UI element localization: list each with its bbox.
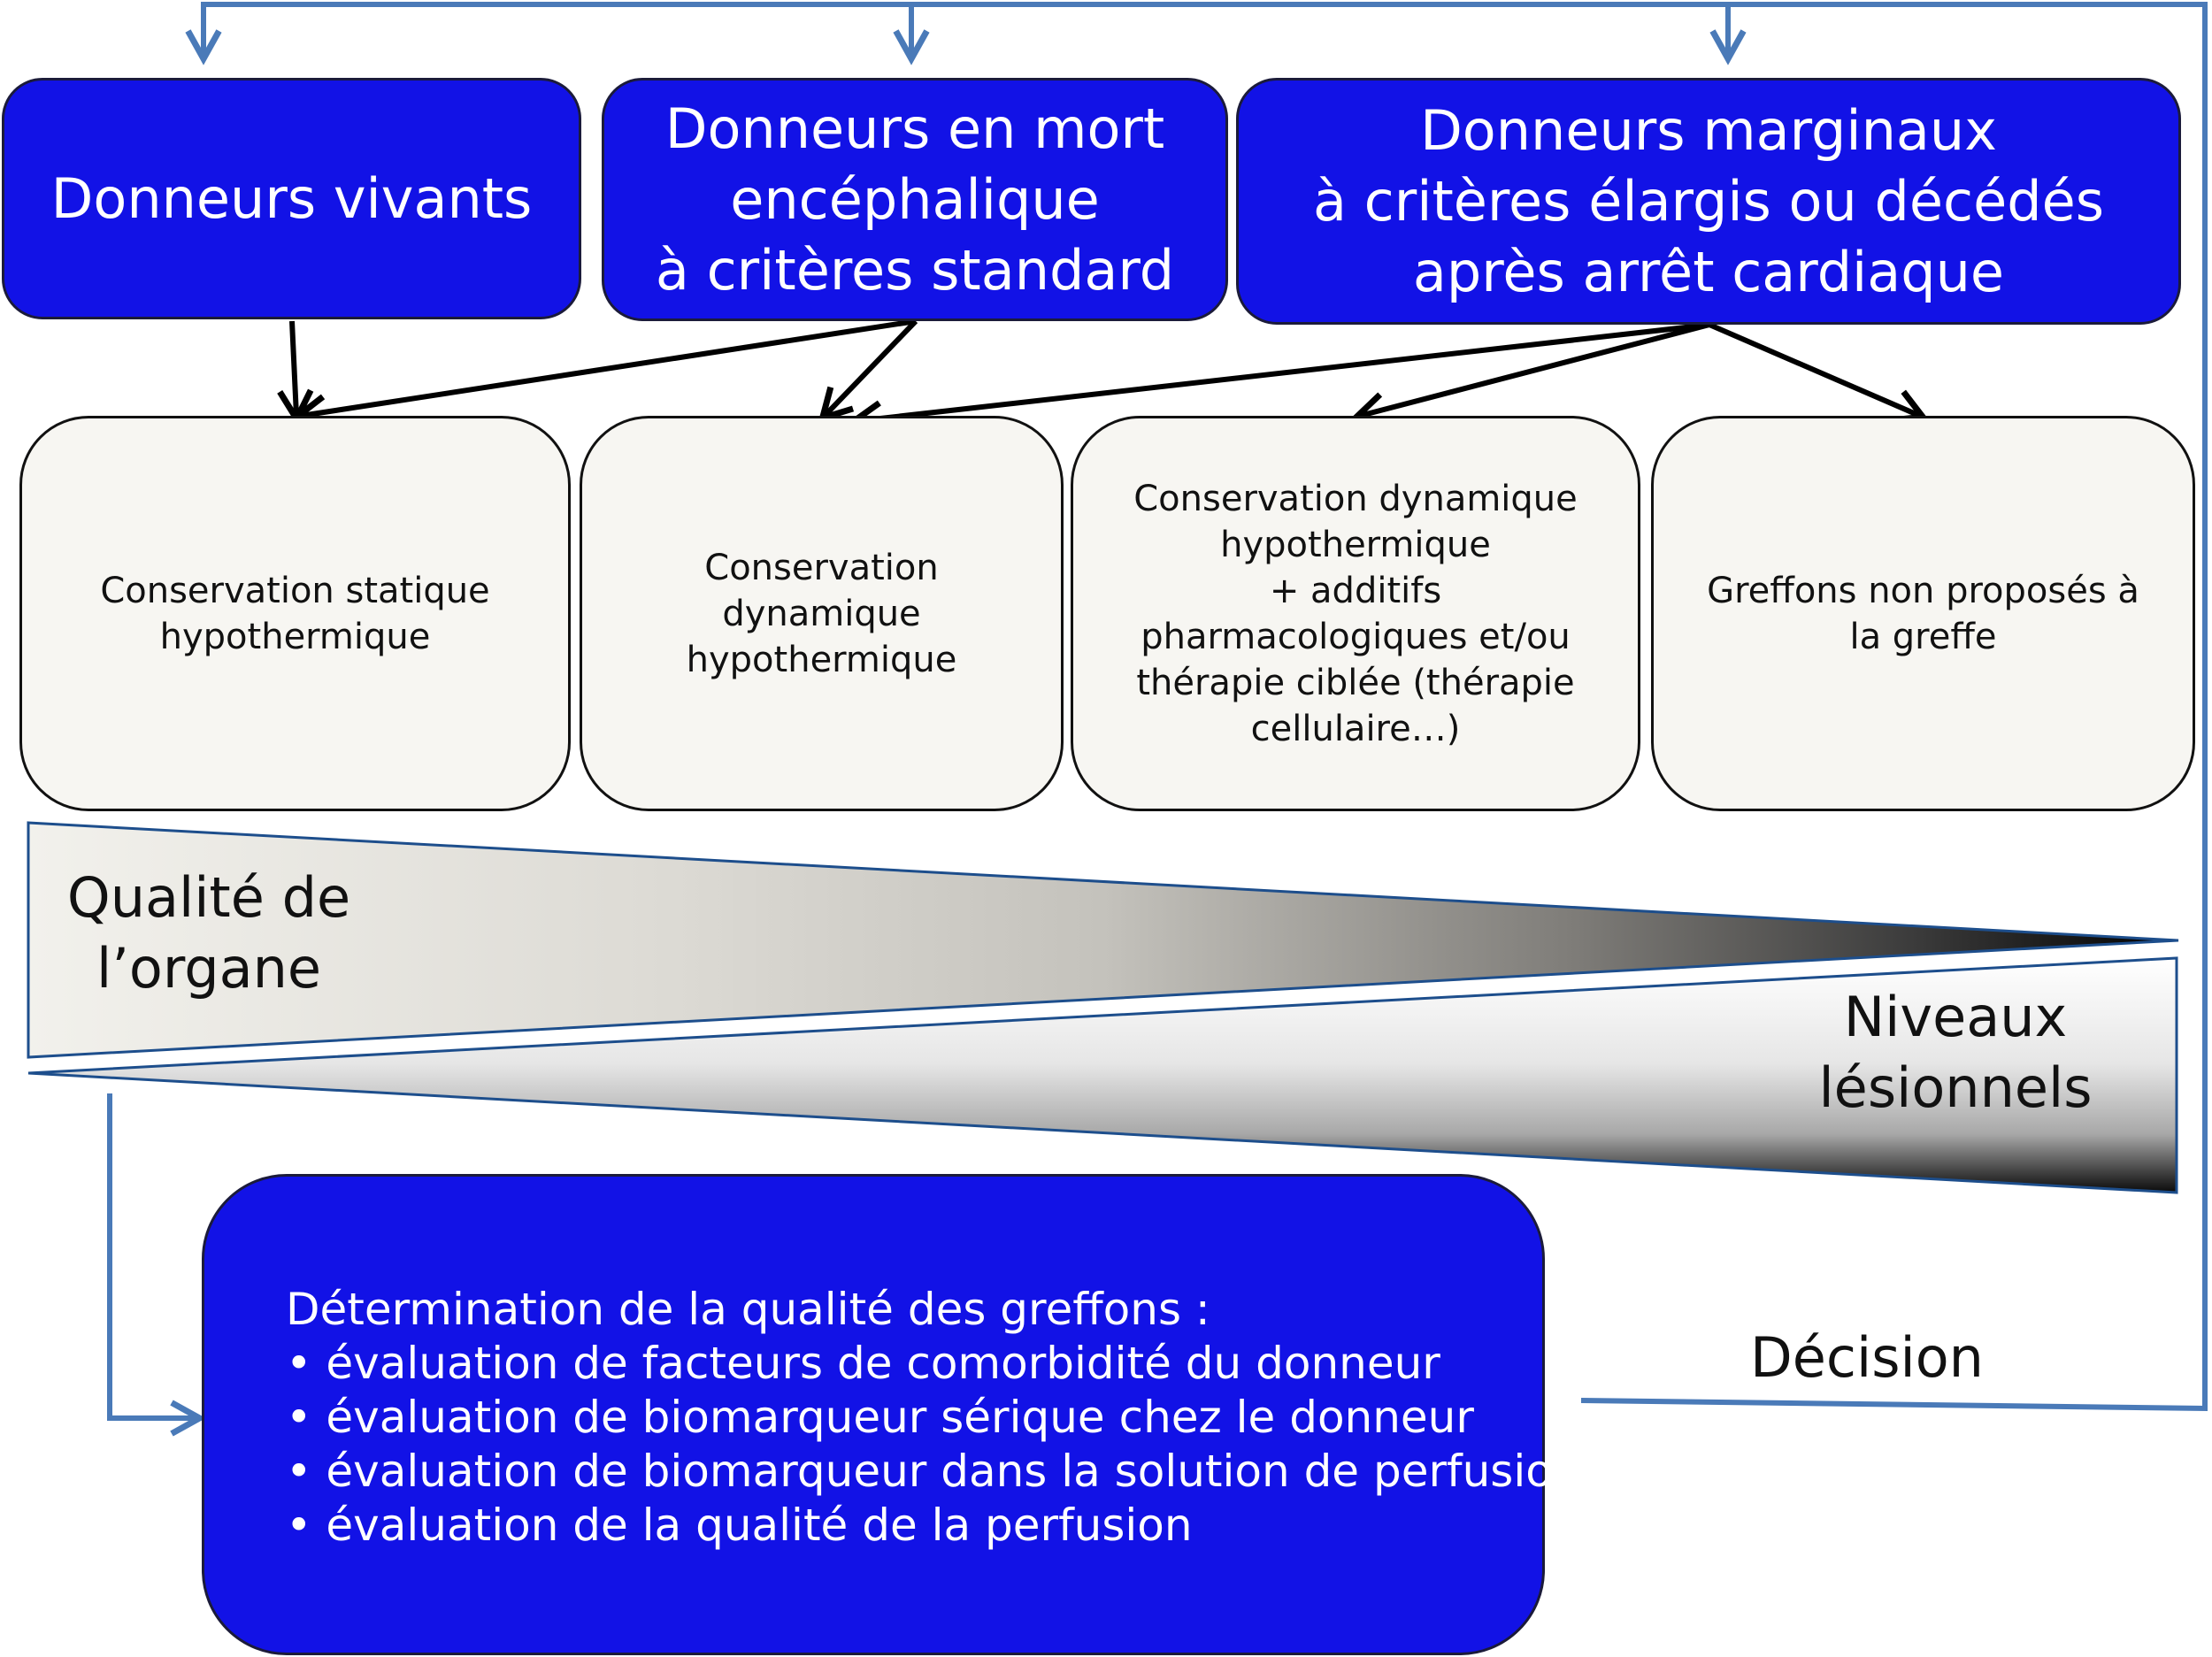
living-to-static-arrow bbox=[292, 320, 296, 416]
quality-evaluation-box: Détermination de la qualité des greffons… bbox=[202, 1174, 1581, 1655]
text-line: hypothermique bbox=[1220, 524, 1491, 565]
text-line: Conservation bbox=[704, 547, 939, 588]
not-proposed-box: Greffons non proposés à la greffe bbox=[1651, 416, 2195, 811]
text-line: cellulaire…) bbox=[1250, 708, 1461, 749]
text-line: Niveaux bbox=[1843, 985, 2068, 1049]
wedge-to-evaluation-arrow bbox=[107, 1093, 196, 1418]
text-line: + additifs bbox=[1269, 570, 1442, 611]
brain-death-to-dynamic-arrow bbox=[825, 318, 918, 416]
text-line: thérapie ciblée (thérapie bbox=[1136, 662, 1575, 703]
quality-evaluation-item: évaluation de biomarqueur dans la soluti… bbox=[286, 1445, 1580, 1499]
quality-evaluation-title: Détermination de la qualité des greffons… bbox=[286, 1284, 1210, 1335]
conservation-dynamic-box: Conservation dynamique hypothermique bbox=[580, 416, 1064, 811]
quality-evaluation-item: évaluation de facteurs de comorbidité du… bbox=[286, 1337, 1542, 1391]
text-line: Conservation dynamique bbox=[1133, 478, 1578, 519]
text-line: hypothermique bbox=[686, 639, 957, 680]
text-line: pharmacologiques et/ou bbox=[1141, 616, 1571, 657]
text-line: Conservation statique bbox=[100, 570, 490, 611]
decision-feedback-arrow bbox=[204, 2, 2208, 1412]
marginal-to-dynamic-plus-arrow bbox=[1360, 322, 1710, 416]
decision-label: Décision bbox=[1750, 1325, 1984, 1390]
text-line: après arrêt cardiaque bbox=[1412, 239, 2005, 304]
text-line: Greffons non proposés à bbox=[1707, 570, 2139, 611]
text-line: lésionnels bbox=[1818, 1055, 2093, 1120]
text-line: dynamique bbox=[722, 593, 921, 634]
text-line: la greffe bbox=[1849, 616, 1997, 657]
conservation-dynamic-plus-box: Conservation dynamique hypothermique + add… bbox=[1071, 416, 1640, 811]
text-line: Donneurs en mort bbox=[664, 96, 1165, 161]
feedback-loop bbox=[107, 2, 2208, 1418]
text-line: hypothermique bbox=[159, 616, 431, 657]
brain-death-to-static-arrow bbox=[301, 318, 917, 416]
organ-quality-wedge bbox=[27, 821, 2179, 1059]
text-line: Donneurs marginaux bbox=[1420, 97, 1997, 163]
conservation-static-box: Conservation statique hypothermique bbox=[19, 416, 571, 811]
marginal-to-not-proposed-arrow bbox=[1708, 322, 1920, 416]
text-line: l’organe bbox=[96, 936, 322, 1001]
donor-box-living: Donneurs vivants bbox=[2, 78, 581, 319]
text-line: encéphalique bbox=[730, 166, 1100, 232]
marginal-to-dynamic-arrow bbox=[856, 322, 1710, 421]
text-line: Donneurs vivants bbox=[50, 165, 533, 231]
allocation-arrows bbox=[292, 318, 1920, 421]
text-line: Qualité de bbox=[66, 865, 351, 930]
text-line: à critères standard bbox=[655, 237, 1175, 303]
quality-evaluation-item: évaluation de biomarqueur sérique chez l… bbox=[286, 1391, 1542, 1445]
text-line: à critères élargis ou décédés bbox=[1312, 168, 2105, 234]
lesion-level-wedge bbox=[27, 956, 2178, 1194]
quality-evaluation-item: évaluation de la qualité de la perfusion bbox=[286, 1499, 1542, 1553]
